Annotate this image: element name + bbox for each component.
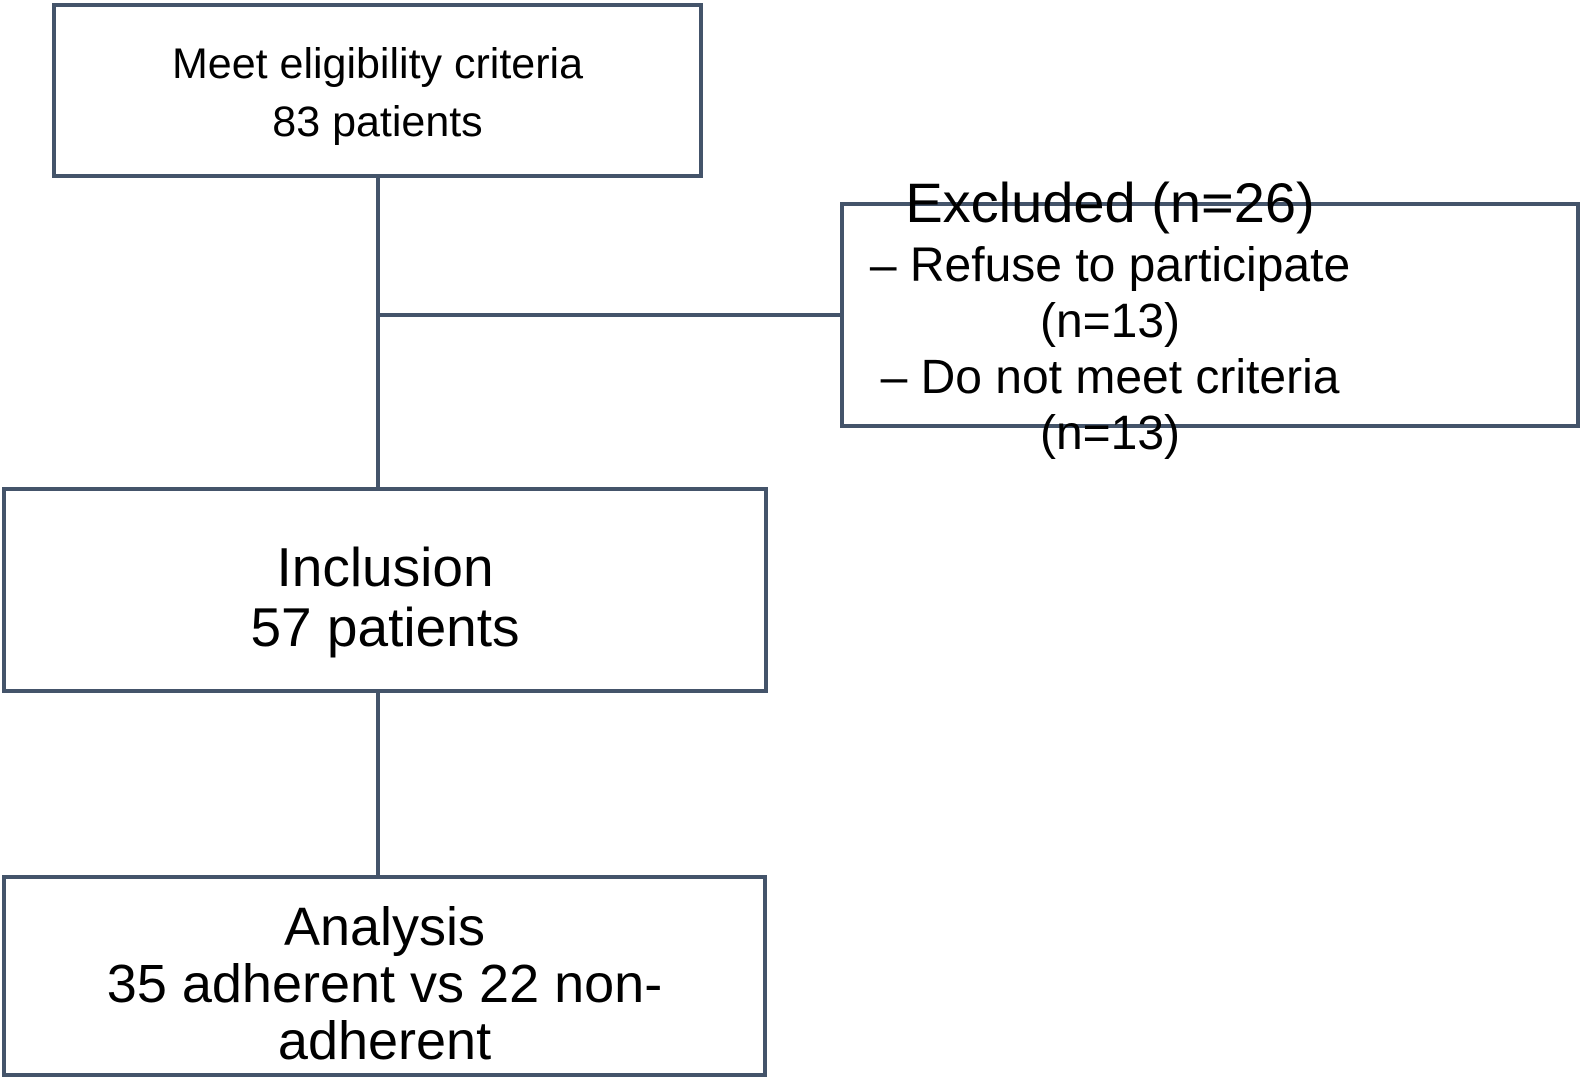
- excluded-title: Excluded (n=26): [905, 171, 1315, 234]
- inclusion-box: Inclusion 57 patients: [2, 487, 768, 693]
- eligibility-line-count: 83 patients: [272, 97, 483, 146]
- excluded-item-criteria: – Do not meet criteria (n=13): [880, 351, 1340, 460]
- inclusion-line-label: Inclusion: [276, 536, 494, 598]
- connector-eligibility-to-inclusion: [376, 178, 380, 487]
- connector-inclusion-to-analysis: [376, 693, 380, 875]
- inclusion-line-count: 57 patients: [250, 596, 520, 658]
- analysis-box: Analysis 35 adherent vs 22 non-adherent: [2, 875, 767, 1077]
- analysis-line-label: Analysis: [283, 896, 486, 957]
- excluded-box: Excluded (n=26) – Refuse to participate …: [840, 171, 1580, 460]
- connector-branch-to-excluded: [376, 313, 844, 317]
- eligibility-line-criteria: Meet eligibility criteria: [171, 39, 584, 88]
- eligibility-box: Meet eligibility criteria 83 patients: [52, 3, 703, 178]
- excluded-text-block: Excluded (n=26) – Refuse to participate …: [860, 168, 1360, 462]
- analysis-line-groups: 35 adherent vs 22 non-adherent: [106, 953, 663, 1071]
- excluded-item-refuse: – Refuse to participate (n=13): [869, 239, 1351, 348]
